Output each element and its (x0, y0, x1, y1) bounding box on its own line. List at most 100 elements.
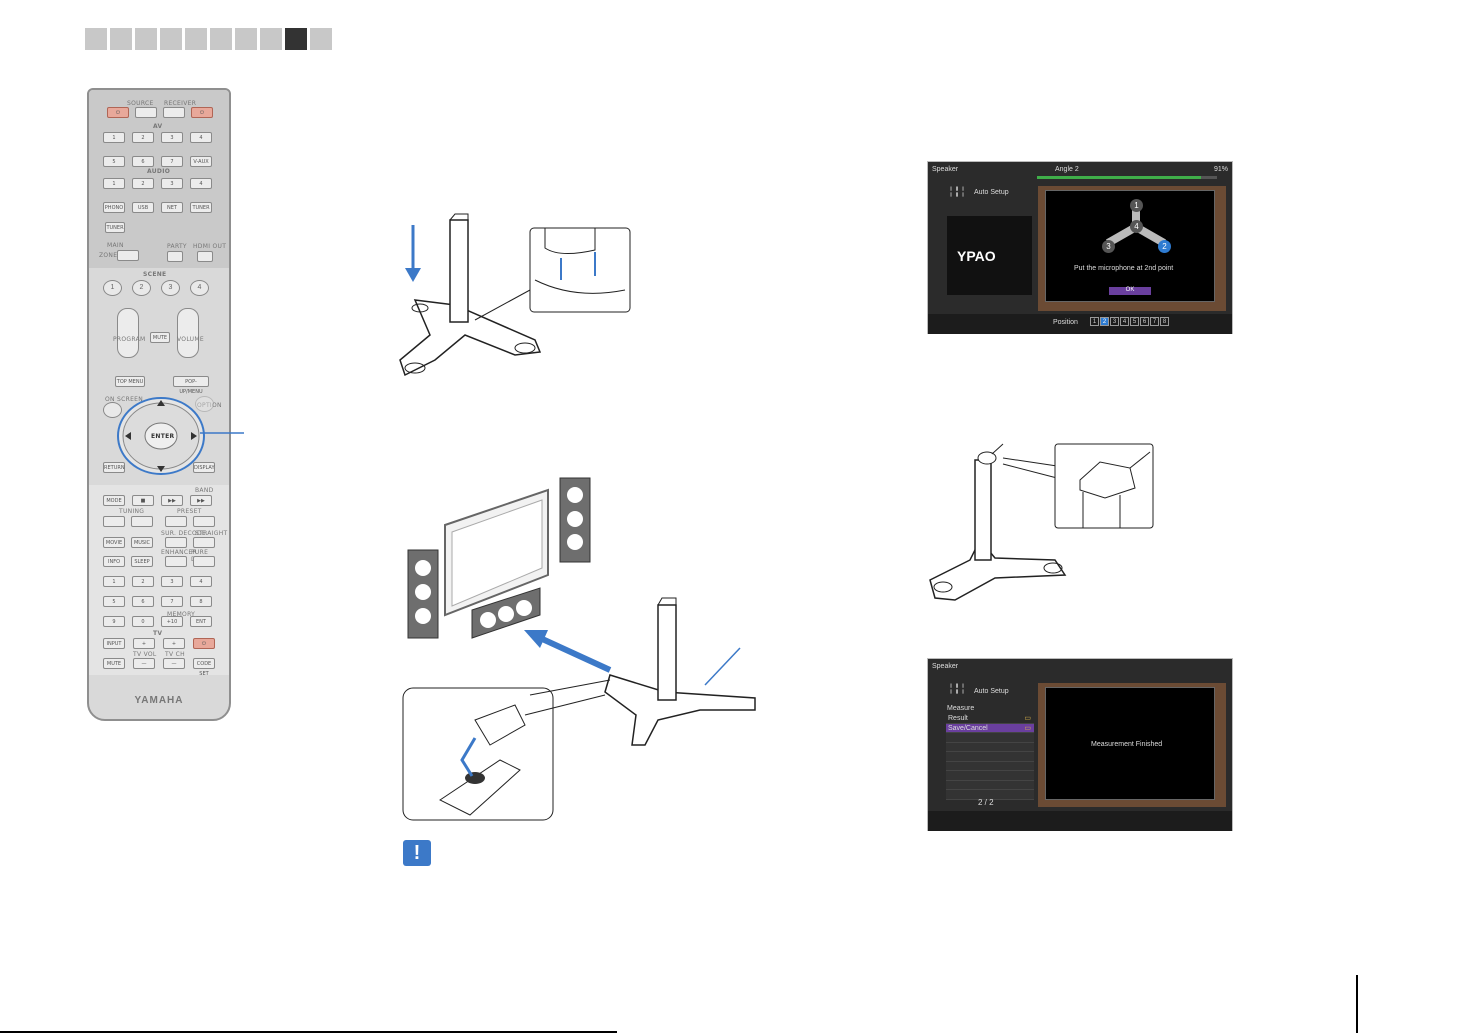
cursor-pad (117, 397, 205, 475)
position-item[interactable]: 7 (1150, 317, 1159, 326)
av-button: 1 (103, 132, 125, 143)
enter-label: ENTER (151, 433, 175, 440)
code-set-button: CODE SET (193, 658, 215, 677)
receiver-power-button: ⏻ (191, 107, 213, 118)
screen1-progress-text: 91% (1214, 166, 1229, 173)
yamaha-logo: YAMAHA (134, 695, 184, 706)
ok-button[interactable]: OK (1109, 287, 1151, 295)
av-button: 4 (190, 132, 212, 143)
position-item[interactable]: 1 (1090, 317, 1099, 326)
chapter-tab[interactable] (185, 28, 207, 50)
menu-item[interactable]: Save/Cancel▭ (946, 723, 1034, 733)
av-button: 5 (103, 156, 125, 167)
source-label: SOURCE (127, 100, 154, 107)
numeric-button: 2 (132, 576, 154, 587)
tv-vol-label: TV VOL (133, 651, 157, 658)
position-item[interactable]: 5 (1130, 317, 1139, 326)
tv-label: TV (153, 630, 163, 637)
av-button: V-AUX (190, 156, 212, 167)
chapter-tab[interactable] (260, 28, 282, 50)
movie-button: MOVIE (103, 537, 125, 548)
chapter-tab[interactable] (135, 28, 157, 50)
on-screen-button (103, 402, 122, 418)
position-label: Position (1053, 319, 1078, 326)
transport-button: ▶▶ (161, 495, 183, 506)
straight-label: STRAIGHT (195, 530, 228, 537)
menu-item-label: Result (948, 715, 968, 722)
measurement-finished-screen: Speaker ╎╏╎ Auto Setup Measure Result▭Sa… (927, 658, 1233, 831)
tuner-extra-button: TUNER (105, 222, 125, 233)
mute-button: MUTE (150, 332, 170, 343)
chapter-tab[interactable] (310, 28, 332, 50)
numeric-button: 8 (190, 596, 212, 607)
transport-button: MODE (103, 495, 125, 506)
party-button (167, 251, 183, 262)
program-rocker (117, 308, 139, 358)
program-label: PROGRAM (113, 336, 146, 343)
chapter-tab[interactable] (110, 28, 132, 50)
hdmi-out-label: HDMI OUT (193, 243, 227, 250)
top-menu-button: TOP MENU (115, 376, 145, 387)
audio-label: AUDIO (147, 168, 171, 175)
scene-button: 3 (161, 280, 180, 296)
transport-button: ▶▶ (190, 495, 212, 506)
source-power-button: ⏻ (107, 107, 129, 118)
audio-button: 3 (161, 178, 183, 189)
popup-menu-button: POP-UP/MENU (173, 376, 209, 395)
av-button: 7 (161, 156, 183, 167)
option-button (195, 396, 214, 412)
pure-direct-button (193, 556, 215, 567)
position-item[interactable]: 6 (1140, 317, 1149, 326)
chapter-tab[interactable] (235, 28, 257, 50)
position-item[interactable]: 3 (1110, 317, 1119, 326)
position-item[interactable]: 4 (1120, 317, 1129, 326)
position-item[interactable]: 2 (1100, 317, 1109, 326)
preset-down-button (165, 516, 187, 527)
volume-rocker (177, 308, 199, 358)
page-divider-line (1356, 975, 1358, 1033)
mic-placement-illustration (402, 477, 756, 821)
audio-button: 4 (190, 178, 212, 189)
menu-item[interactable]: Result▭ (946, 714, 1034, 724)
chapter-tab[interactable] (85, 28, 107, 50)
chapter-tab[interactable] (160, 28, 182, 50)
enhancer-label: ENHANCER (161, 549, 197, 556)
return-button: RETURN (103, 462, 125, 473)
display-button: DISPLAY (193, 462, 215, 473)
menu-empty-row (946, 733, 1034, 743)
auto-setup-icon: ╎╏╎ (948, 187, 967, 198)
music-button: MUSIC (131, 537, 153, 548)
numeric-button: +10 (161, 616, 183, 627)
screen2-dialog: Measurement Finished (1045, 687, 1215, 800)
auto-setup-icon-2: ╎╏╎ (948, 684, 967, 695)
numeric-button: 3 (161, 576, 183, 587)
screen2-bottom-bar (928, 811, 1232, 831)
tuning-up-button (131, 516, 153, 527)
menu-empty-row (946, 761, 1034, 771)
page-footer-line (0, 1031, 617, 1033)
screen1-dialog: 1 4 3 2 Put the microphone at 2nd point … (1045, 190, 1215, 302)
chapter-tabs (85, 28, 332, 50)
tuning-label: TUNING (119, 508, 145, 515)
chapter-tab[interactable] (285, 28, 307, 50)
numeric-button: 0 (132, 616, 154, 627)
folder-icon: ▭ (1024, 724, 1031, 732)
preset-label: PRESET (177, 508, 202, 515)
transport-button: ■ (132, 495, 154, 506)
tv-vol-up-button: + (133, 638, 155, 649)
on-screen-label: ON SCREEN (105, 396, 144, 403)
party-label: PARTY (167, 243, 187, 250)
menu-empty-row (946, 752, 1034, 762)
numeric-button: 1 (103, 576, 125, 587)
position-item[interactable]: 8 (1160, 317, 1169, 326)
chapter-tab[interactable] (210, 28, 232, 50)
source-button (135, 107, 157, 118)
tv-vol-down-button: — (133, 658, 155, 669)
screen1-progress-fill (1037, 176, 1201, 179)
warning-icon: ! (403, 840, 431, 866)
mic-stand-assembly-illustration (399, 213, 631, 377)
screen1-progress-track (1037, 176, 1217, 179)
